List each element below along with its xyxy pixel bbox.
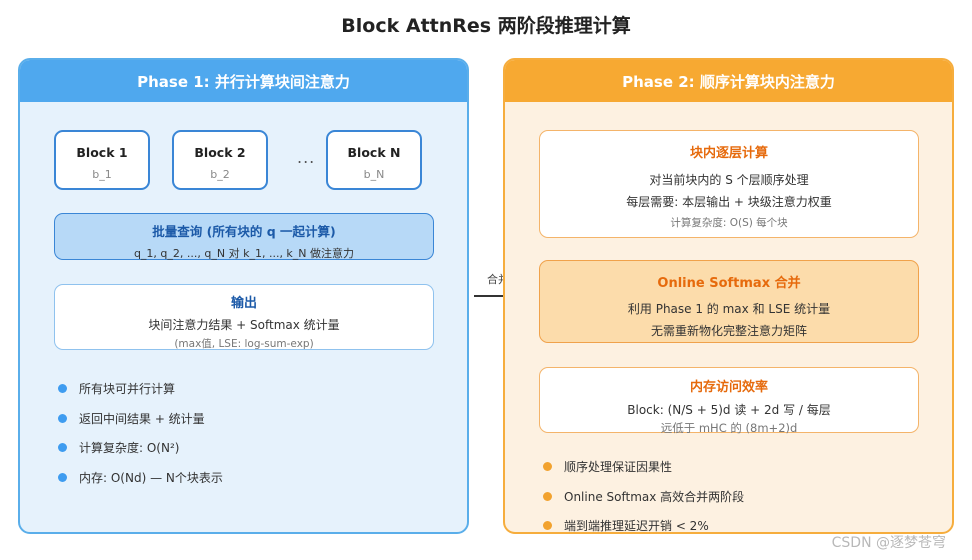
phase2-header: Phase 2: 顺序计算块内注意力 [505,60,952,102]
list-item: 内存: O(Nd) — N个块表示 [58,463,223,493]
block-1-sub: b_1 [92,168,112,181]
list-item: 顺序处理保证因果性 [543,452,744,482]
bullet-dot-icon [58,472,67,482]
output-sub: 块间注意力结果 + Softmax 统计量 [148,318,340,332]
list-item: 端到端推理延迟开销 < 2% [543,511,744,532]
bullet-dot-icon [543,491,552,501]
online-softmax-line-2: 无需重新物化完整注意力矩阵 [650,324,807,338]
block-n-box: Block N b_N [326,130,422,190]
intra-block-card: 块内逐层计算 对当前块内的 S 个层顺序处理 每层需要: 本层输出 + 块级注意… [539,130,919,238]
block-1-box: Block 1 b_1 [54,130,150,190]
online-softmax-title: Online Softmax 合并 [657,276,801,291]
intra-block-title: 块内逐层计算 [689,146,768,161]
batch-query-title: 批量查询 (所有块的 q 一起计算) [152,224,336,239]
memory-efficiency-card: 内存访问效率 Block: (N/S + 5)d 读 + 2d 写 / 每层 远… [539,367,919,435]
phase2-bullet-list: 顺序处理保证因果性 Online Softmax 高效合并两阶段 端到端推理延迟… [543,452,744,532]
phase-connector-line [474,295,504,297]
block-1-label: Block 1 [76,145,128,160]
output-note: (max值, LSE: log-sum-exp) [174,338,314,350]
online-softmax-line-1: 利用 Phase 1 的 max 和 LSE 统计量 [627,302,831,316]
blocks-ellipsis: ... [297,148,316,167]
phase1-header: Phase 1: 并行计算块间注意力 [20,60,467,102]
bullet-dot-icon [58,384,67,394]
bullet-dot-icon [58,443,67,453]
block-n-sub: b_N [363,168,385,181]
batch-query-sub: q_1, q_2, ..., q_N 对 k_1, ..., k_N 做注意力 [133,247,355,260]
memory-efficiency-note: 远低于 mHC 的 (8m+2)d [660,421,798,435]
bullet-dot-icon [543,462,552,472]
output-box: 输出 块间注意力结果 + Softmax 统计量 (max值, LSE: log… [54,284,434,350]
intra-block-line-2: 每层需要: 本层输出 + 块级注意力权重 [626,195,832,209]
list-item: Online Softmax 高效合并两阶段 [543,482,744,512]
block-2-box: Block 2 b_2 [172,130,268,190]
csdn-watermark: CSDN @逐梦苍穹 [831,535,946,551]
phase2-panel: Phase 2: 顺序计算块内注意力 块内逐层计算 对当前块内的 S 个层顺序处… [503,58,954,534]
output-title: 输出 [230,296,257,311]
bullet-dot-icon [58,413,67,423]
block-n-label: Block N [347,145,401,160]
online-softmax-card: Online Softmax 合并 利用 Phase 1 的 max 和 LSE… [539,260,919,343]
phase1-bullet-list: 所有块可并行计算 返回中间结果 + 统计量 计算复杂度: O(N²) 内存: O… [58,374,223,492]
intra-block-note: 计算复杂度: O(S) 每个块 [670,217,788,229]
block-2-label: Block 2 [194,145,246,160]
list-item: 所有块可并行计算 [58,374,223,404]
intra-block-line-1: 对当前块内的 S 个层顺序处理 [649,173,809,187]
memory-efficiency-line: Block: (N/S + 5)d 读 + 2d 写 / 每层 [627,403,831,417]
phase1-panel: Phase 1: 并行计算块间注意力 Block 1 b_1 Block 2 b… [18,58,469,534]
diagram-title: Block AttnRes 两阶段推理计算 [341,15,631,37]
batch-query-box: 批量查询 (所有块的 q 一起计算) q_1, q_2, ..., q_N 对 … [54,213,434,260]
list-item: 计算复杂度: O(N²) [58,433,223,463]
bullet-dot-icon [543,521,552,531]
block-2-sub: b_2 [210,168,230,181]
list-item: 返回中间结果 + 统计量 [58,404,223,434]
memory-efficiency-title: 内存访问效率 [689,380,768,395]
